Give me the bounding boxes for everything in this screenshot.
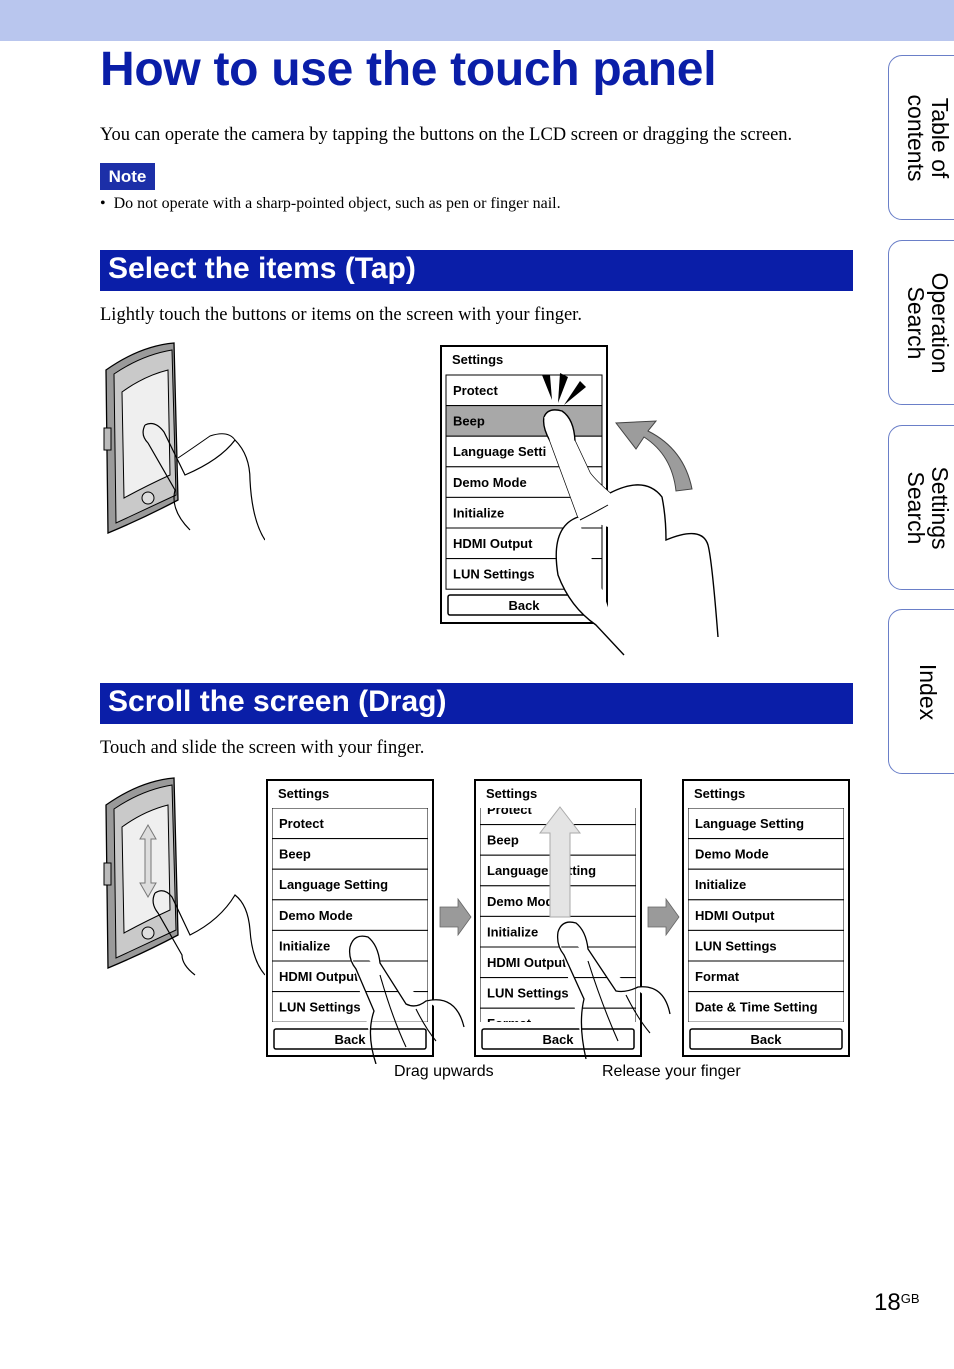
tap-menu-item[interactable] (445, 405, 603, 437)
drag-menu-item-label: Initialize (279, 938, 330, 953)
drag-menu-item-label: Beep (279, 847, 311, 862)
section-heading-drag: Scroll the screen (Drag) (100, 683, 853, 724)
drag-menu-item-label: Protect (487, 802, 532, 817)
page-suffix: GB (900, 1291, 920, 1306)
note-item: • Do not operate with a sharp-pointed ob… (100, 195, 561, 212)
drag-menu-item[interactable] (688, 929, 844, 962)
tab-index[interactable]: Index (888, 609, 954, 774)
drag-screen-back-button[interactable] (689, 1028, 843, 1050)
drag-menu-item-label: Demo Mode (487, 894, 561, 909)
drag-menu-item[interactable] (272, 868, 428, 901)
drag-menu-item-label: HDMI Output (279, 969, 359, 984)
tap-menu-item-label: HDMI Output (453, 536, 533, 551)
section-heading-tap: Select the items (Tap) (100, 250, 853, 291)
drag-menu-item[interactable] (480, 1007, 636, 1039)
drag-finger-2 (556, 921, 671, 1060)
drag-menu-item-label: LUN Settings (487, 986, 569, 1001)
drag-finger-1 (348, 935, 465, 1064)
drag-screen-back-button[interactable] (481, 1028, 635, 1050)
drag-menu-item-label: Language Setting (279, 877, 388, 892)
upward-arrow-icon (538, 806, 582, 918)
drag-menu-item-label: Initialize (695, 877, 746, 892)
drag-screen-header: Settings (694, 786, 745, 801)
drag-menu-item[interactable] (688, 960, 844, 993)
drag-screen-back-label: Back (750, 1032, 782, 1047)
drag-menu-item-label: Language Setting (695, 816, 804, 831)
drag-menu-item-label: Protect (279, 816, 324, 831)
tap-menu-item-label: Demo Mode (453, 475, 527, 490)
drag-menu-item[interactable] (272, 899, 428, 931)
tap-finger (543, 409, 719, 638)
drag-screen-header: Settings (278, 786, 329, 801)
tap-menu-header: Settings (452, 352, 503, 367)
note-label: Note (100, 163, 155, 190)
drag-menu-item[interactable] (688, 991, 844, 1023)
tab-label: Index (915, 663, 941, 720)
drag-menu-item-label: Format (487, 1016, 532, 1031)
section-text-tap: Lightly touch the buttons or items on th… (100, 305, 582, 325)
drag-menu-item-label: Format (695, 969, 740, 984)
drag-screen-back-label: Back (334, 1032, 366, 1047)
drag-menu-item-label: Initialize (487, 924, 538, 939)
tap-menu-back: Back (508, 598, 540, 613)
drag-screen-back-button[interactable] (273, 1028, 427, 1050)
section-text-drag: Touch and slide the screen with your fin… (100, 738, 425, 758)
drag-menu-item-label: HDMI Output (695, 908, 775, 923)
drag-menu-item-label: Beep (487, 833, 519, 848)
arrow-right-icon-1 (439, 897, 472, 937)
caption-release: Release your finger (602, 1063, 741, 1080)
note-item-text: Do not operate with a sharp-pointed obje… (113, 195, 561, 212)
top-band (0, 0, 954, 41)
vertical-arrow-icon (139, 823, 157, 899)
tap-spark-icon (542, 373, 586, 405)
tap-menu-item-label: Protect (453, 383, 498, 398)
tap-menu-item-label: LUN Settings (453, 567, 535, 582)
camera-drag-illustration (103, 777, 265, 976)
arrow-right-icon-2 (647, 897, 680, 937)
caption-drag: Drag upwards (394, 1063, 494, 1080)
drag-menu-item-label: Demo Mode (695, 847, 769, 862)
drag-menu-item-label: HDMI Output (487, 955, 567, 970)
drag-menu-item-label: Demo Mode (279, 908, 353, 923)
drag-menu-item-label: LUN Settings (695, 938, 777, 953)
drag-menu-item-label: Date & Time Setting (695, 1000, 818, 1015)
drag-menu-item-label: LUN Settings (279, 1000, 361, 1015)
intro-text: You can operate the camera by tapping th… (100, 125, 793, 145)
curved-arrow-icon (615, 420, 693, 492)
drag-menu-item-label: Language Setting (487, 863, 596, 878)
tap-menu-item-label: Language Setti (453, 444, 546, 459)
camera-tap-illustration (103, 342, 265, 541)
page-number: 18GB (874, 1289, 920, 1316)
tap-menu-item-label: Initialize (453, 505, 504, 520)
page-title: How to use the touch panel (100, 43, 717, 96)
drag-screen-back-label: Back (542, 1032, 574, 1047)
drag-screen-header: Settings (486, 786, 537, 801)
tap-menu-item-label: Beep (453, 414, 485, 429)
